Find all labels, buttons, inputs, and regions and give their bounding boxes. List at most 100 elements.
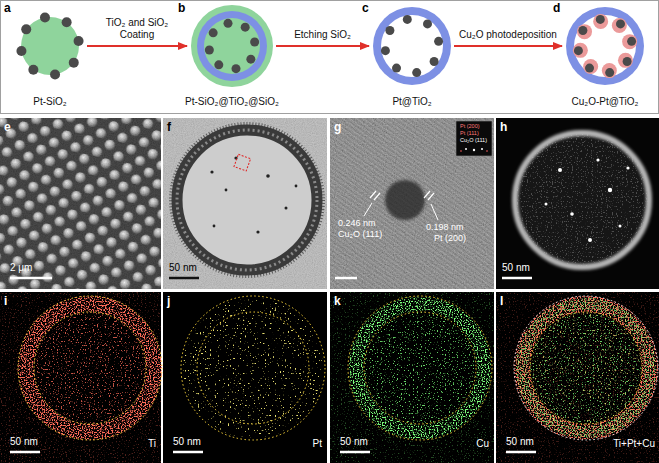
tio2-shell (197, 11, 267, 81)
panel-letter: d (553, 2, 560, 16)
haadf-image (570, 212, 574, 216)
cu-map (330, 292, 494, 463)
particle-outline (15, 11, 85, 81)
process-arrow (454, 45, 562, 47)
haadf-image (502, 277, 532, 280)
cu2o-deposit (583, 59, 598, 74)
process-arrow (276, 45, 369, 47)
panel-letter: i (4, 295, 7, 309)
overlay-map (516, 298, 656, 438)
pt-map (173, 451, 203, 454)
sio2-sphere (21, 17, 79, 75)
hrtem-image (456, 121, 492, 156)
ti-map (26, 304, 154, 432)
particle-drawing (566, 7, 644, 85)
hrtem-image (465, 148, 467, 150)
figure-label: 50 nm (506, 436, 534, 448)
pt-particle (385, 26, 394, 35)
pt-particle (403, 15, 412, 24)
pt-particle (224, 19, 233, 28)
particle-drawing (373, 7, 451, 85)
pt-map (197, 312, 309, 424)
tem-image (266, 174, 270, 178)
tem-image (213, 225, 216, 228)
scheme-frame (1, 1, 659, 114)
pt-particle (231, 64, 240, 73)
overlay-map (496, 292, 659, 463)
tio2-shell (373, 7, 451, 85)
figure-label: Pt (200) (434, 233, 466, 243)
panel-letter: b (178, 2, 185, 16)
step-label: TiO₂ and SiO₂ Coating (90, 17, 184, 41)
tio2-shell (566, 7, 644, 85)
tem-image (171, 124, 323, 276)
sem-image (0, 118, 161, 289)
overlay-map (506, 451, 536, 454)
figure-label: Cu₂O (111) (460, 137, 487, 143)
cu-map (356, 304, 484, 432)
pt-particle (21, 24, 31, 34)
particle-drawing (191, 5, 273, 87)
haadf-image (496, 118, 659, 289)
pt-particle (434, 37, 443, 46)
hollow-interior (381, 15, 443, 77)
pt-particle (69, 58, 79, 68)
pt-particle (392, 64, 401, 73)
figure-label: 50 nm (502, 262, 530, 274)
ti-map (18, 296, 162, 440)
cu2o-deposit (622, 34, 637, 49)
hrtem-image (385, 180, 425, 220)
hrtem-image (385, 180, 425, 220)
haadf-image (516, 134, 648, 266)
cu2o-deposit (573, 43, 588, 58)
hrtem-image (330, 118, 494, 289)
hrtem-image (428, 193, 434, 200)
pt-particle (430, 57, 439, 66)
cu2o-deposit (577, 24, 592, 39)
step-label: Cu₂O photodeposition (457, 29, 559, 41)
hrtem-image (374, 193, 380, 200)
ti-map (34, 312, 146, 424)
pt-particle (209, 28, 218, 37)
tem-image (256, 230, 259, 233)
figure-label: 0.246 nm (338, 218, 376, 228)
hrtem-image (486, 150, 488, 152)
step-label: Etching SiO₂ (279, 29, 366, 41)
sem-image (0, 118, 161, 289)
panel-letter: l (500, 295, 503, 309)
cu-map (340, 451, 370, 454)
cu2o-deposit (618, 53, 633, 68)
cu-map (364, 312, 476, 424)
tem-image (285, 207, 288, 210)
figure-label: 50 nm (340, 436, 368, 448)
particle-name: Cu₂O-Pt@TiO₂ (572, 96, 639, 108)
tem-image (169, 277, 199, 280)
particle-outline (372, 6, 452, 86)
figure-label: 50 nm (173, 436, 201, 448)
hrtem-image (330, 118, 494, 289)
overlay-map (496, 292, 659, 463)
cu2o-deposit (593, 14, 608, 29)
pt-particle (578, 26, 587, 35)
haadf-image (545, 203, 548, 206)
pt-map (163, 292, 327, 463)
haadf-image (496, 118, 659, 289)
figure-label: 2 μm (10, 262, 32, 274)
pt-particle (205, 45, 214, 54)
figure-label: 50 nm (10, 436, 38, 448)
ti-map (10, 451, 40, 454)
pt-particle (616, 19, 625, 28)
pt-map (163, 292, 327, 463)
pt-particle (605, 68, 614, 77)
pt-particle (627, 37, 636, 46)
process-arrow (87, 45, 187, 47)
pt-map (181, 296, 325, 440)
pt-particle (423, 19, 432, 28)
haadf-image (619, 225, 622, 228)
haadf-image (596, 158, 599, 161)
tem-image (295, 185, 298, 188)
figure-label: Ti (148, 438, 156, 450)
